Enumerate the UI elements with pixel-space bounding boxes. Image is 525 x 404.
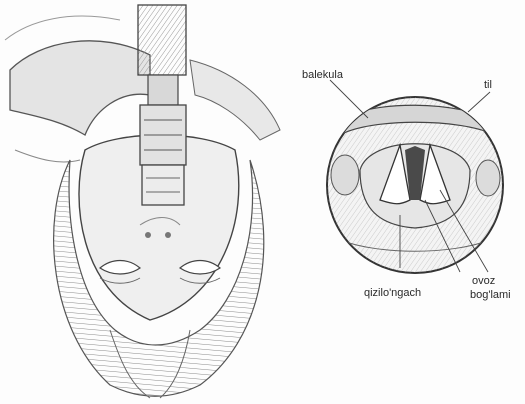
label-qizilongach: qizilo'ngach: [364, 287, 421, 299]
larynx-view-circle: [327, 97, 503, 273]
laryngoscope-drawing: [138, 5, 186, 205]
label-til: til: [484, 79, 492, 91]
patient-head-drawing: [5, 5, 280, 398]
label-ovoz-line1: ovoz: [472, 275, 495, 287]
label-balekula: balekula: [302, 69, 344, 81]
hand-drawing: [10, 41, 150, 135]
label-ovoz-line2: bog'lami: [470, 289, 511, 301]
